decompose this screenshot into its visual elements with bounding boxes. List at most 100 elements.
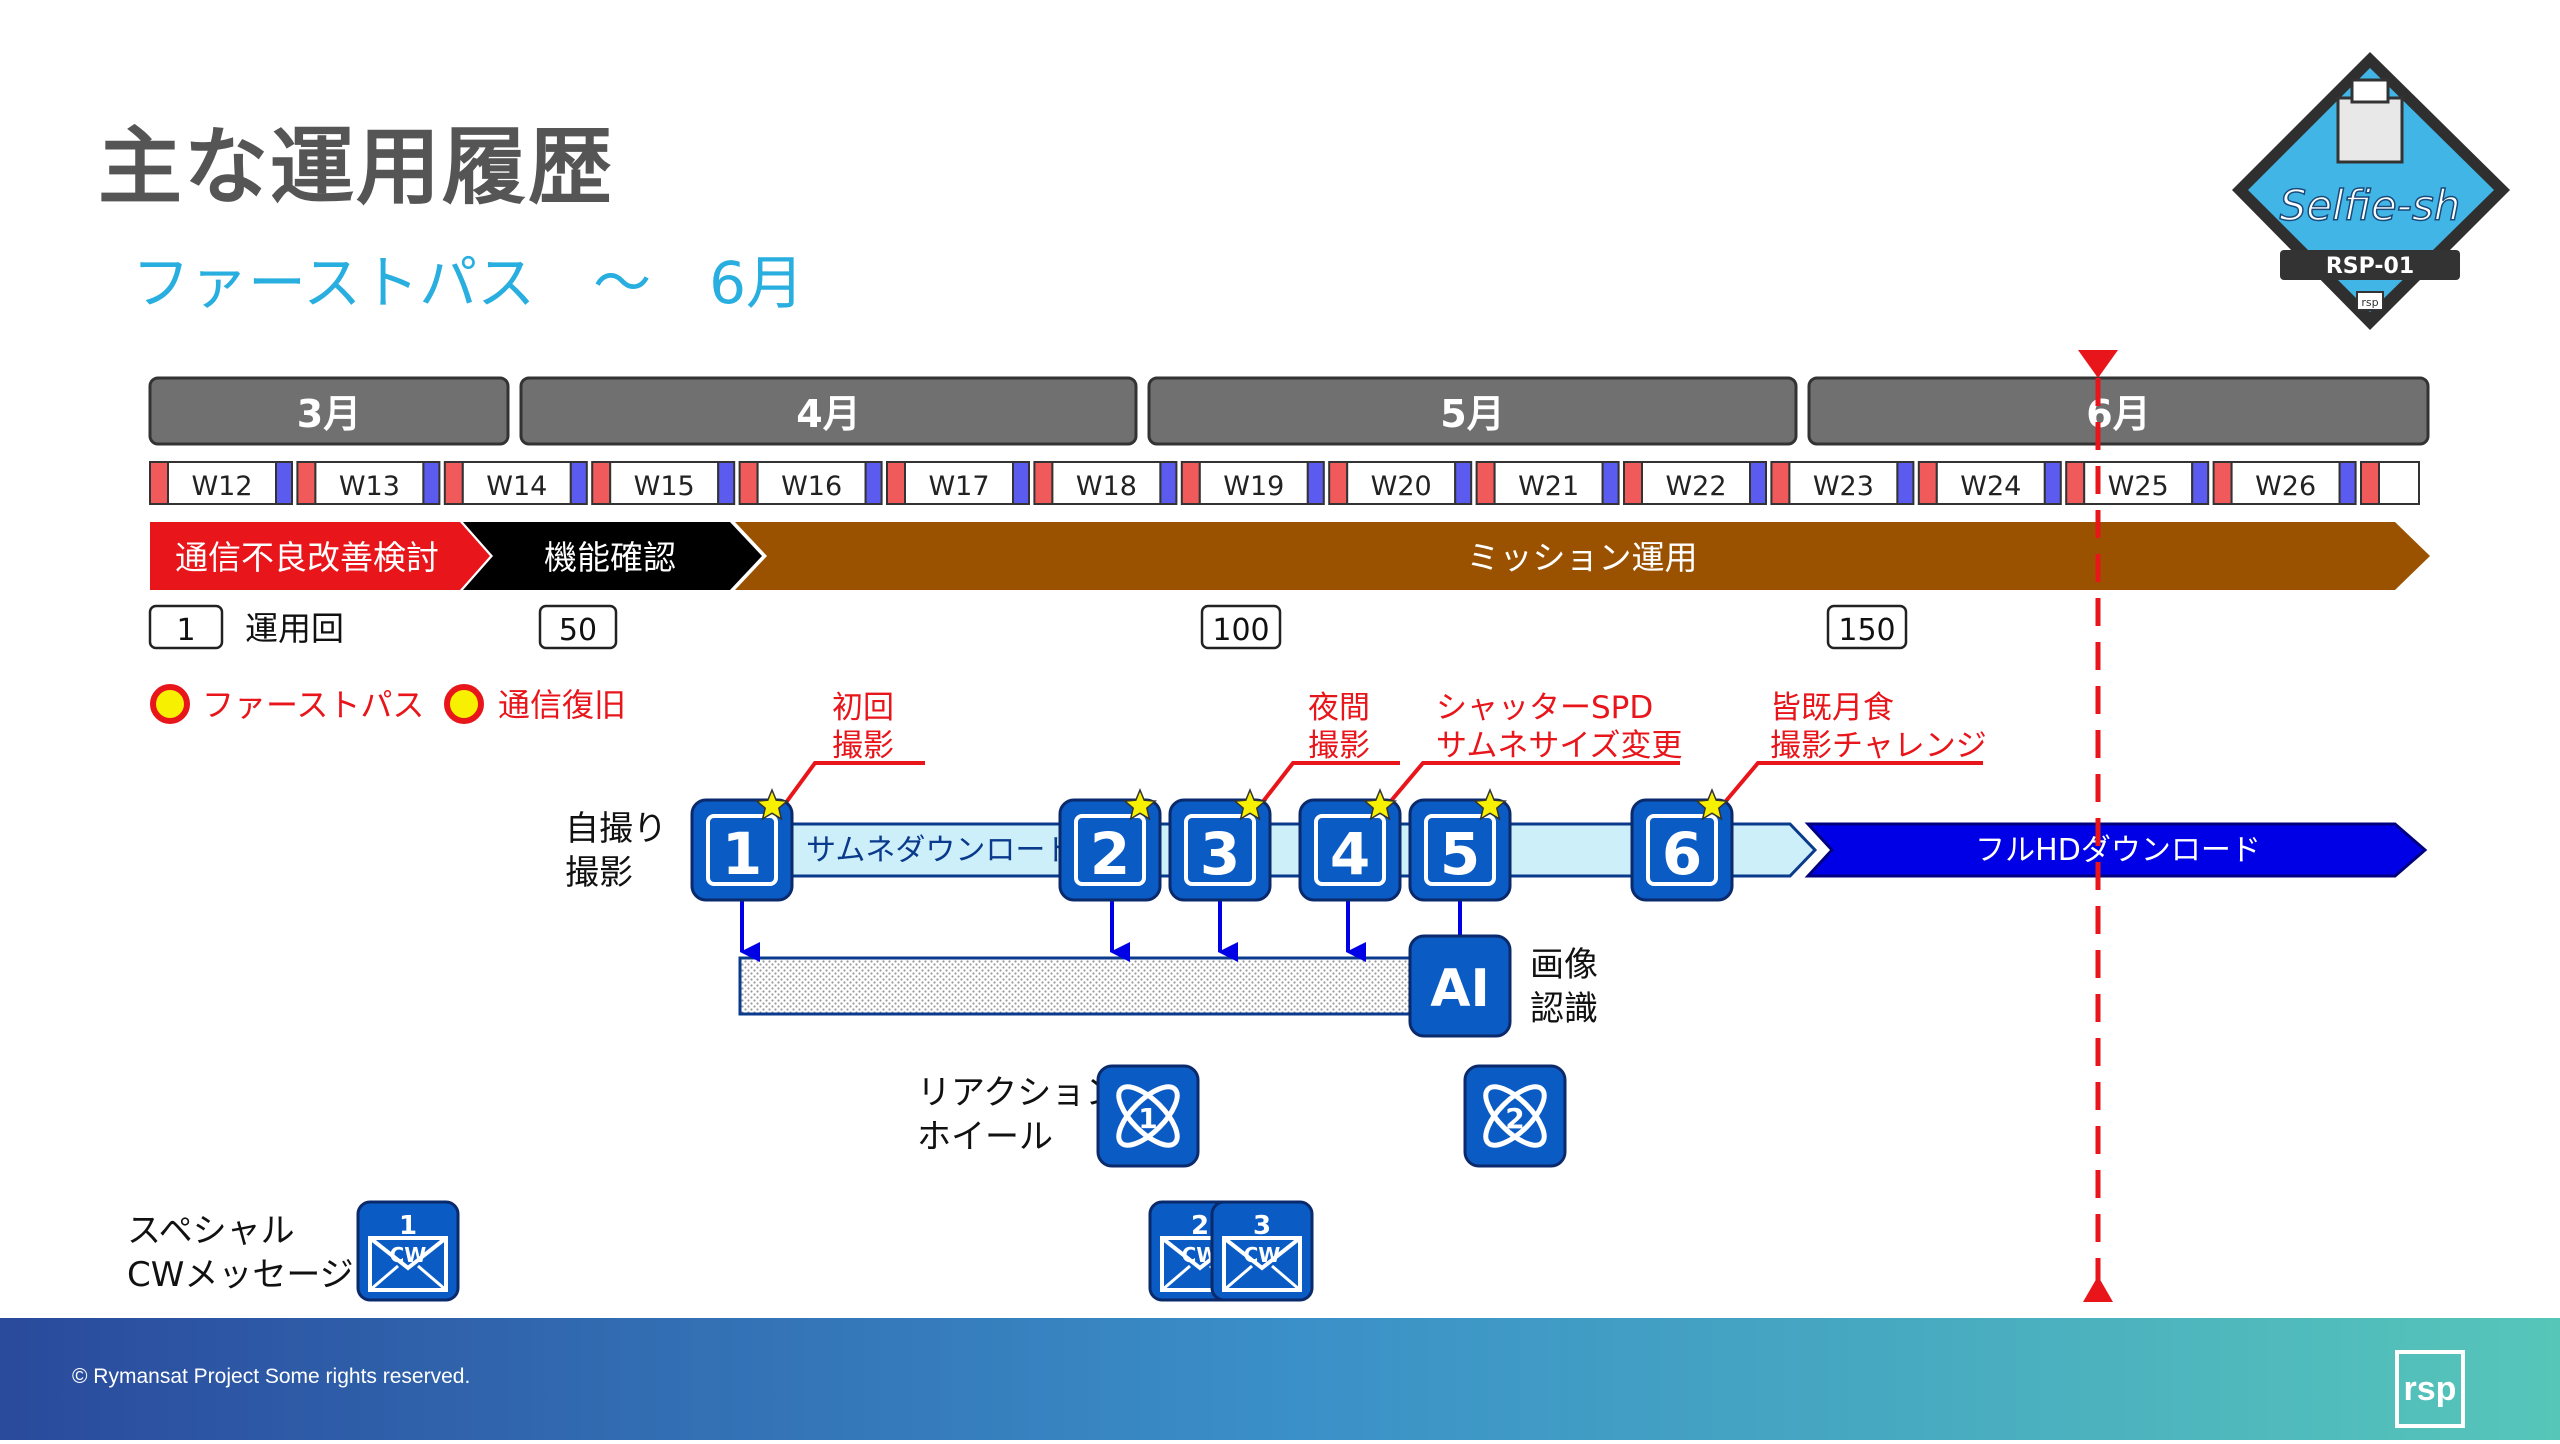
envelope-flap-icon: [368, 1236, 448, 1271]
phase-bar-2: [463, 522, 762, 590]
shot-box: [1058, 798, 1162, 902]
patch-code-text: RSP-01: [2326, 254, 2414, 279]
ops-count-box: [148, 604, 224, 650]
week-end-marker: [569, 461, 588, 505]
patch-mini-logo: [2356, 291, 2384, 311]
shot-box: [1408, 798, 1512, 902]
month-bar: [1147, 376, 1798, 446]
phase-label-3: ミッション運用: [1467, 538, 1698, 577]
week-start-marker: [591, 461, 612, 505]
week-end-marker: [1454, 461, 1473, 505]
week-start-marker: [886, 461, 906, 505]
cw-message-number: 2: [1191, 1211, 1209, 1241]
annotation-label: 初回撮影: [832, 690, 894, 764]
envelope-fold-icon: [369, 1264, 399, 1292]
month-bar: [1807, 376, 2430, 446]
shot-box-inner: [1314, 814, 1386, 886]
shot-box: [1168, 798, 1272, 902]
ops-count-label: 運用回: [245, 609, 344, 648]
star-icon: [1694, 788, 1730, 821]
week-start-marker: [149, 461, 169, 505]
shot-box: [690, 798, 794, 902]
star-icon: [1472, 788, 1508, 821]
shot-number: 3: [1200, 820, 1240, 888]
week-end-marker: [1896, 461, 1915, 505]
annotation-leader: [1256, 761, 1400, 810]
week-start-marker: [1623, 461, 1643, 505]
month-label: 4月: [796, 392, 860, 436]
selfie-row-label: 自撮り撮影: [565, 809, 667, 893]
ops-count-value: 100: [1212, 613, 1269, 648]
phase-label-1: 通信不良改善検討: [175, 538, 439, 577]
satellite-camera-icon: [2350, 78, 2390, 104]
satellite-icon: [2336, 96, 2404, 164]
wheel-row-label: リアクションホイール: [917, 1073, 1119, 1157]
week-end-marker: [275, 461, 293, 505]
week-start-marker: [1917, 461, 1938, 505]
week-label: W21: [1518, 471, 1579, 502]
patch-code-plate: [2280, 250, 2460, 280]
ops-count-value: 150: [1838, 613, 1895, 648]
ops-count-value: 50: [559, 613, 597, 648]
phase-bar-1: [150, 522, 490, 590]
phase-bar-3: [735, 522, 2430, 590]
ops-count-value: 1: [176, 613, 195, 648]
envelope-fold-icon: [1161, 1264, 1191, 1292]
week-label: W23: [1813, 471, 1874, 502]
week-start-marker: [1770, 461, 1791, 505]
week-end-marker: [2338, 461, 2357, 505]
week-end-marker: [2191, 461, 2210, 505]
week-end-marker: [1601, 461, 1620, 505]
cw-message-number: 1: [399, 1211, 417, 1241]
star-icon: [1232, 788, 1268, 821]
week-cell: [609, 461, 720, 505]
week-label: W22: [1665, 471, 1726, 502]
week-cell: [461, 461, 572, 505]
copyright-text: © Rymansat Project Some rights reserved.: [72, 1365, 471, 1388]
full-download-label: フルHDダウンロード: [1975, 833, 2261, 868]
week-cell: [2230, 461, 2341, 505]
shot-box-inner: [1424, 814, 1496, 886]
shot-box-inner: [706, 814, 778, 886]
reaction-wheel-event: [1096, 1064, 1200, 1168]
ai-badge-text: AI: [1430, 959, 1490, 1019]
week-cell: [1641, 461, 1751, 505]
week-start-marker: [2360, 461, 2380, 505]
week-cell: [2083, 461, 2194, 505]
star-icon: [1122, 788, 1158, 821]
week-cell: [314, 461, 425, 505]
week-start-marker: [1475, 461, 1496, 505]
week-start-marker: [738, 461, 759, 505]
cw-message-event: [356, 1200, 460, 1302]
envelope-fold-icon: [1271, 1264, 1301, 1292]
annotation-label: 皆既月食撮影チャレンジ: [1770, 690, 1987, 764]
shot-box-inner: [1074, 814, 1146, 886]
ops-count-box: [1200, 604, 1282, 650]
footer-band: [0, 1318, 2560, 1440]
week-end-marker: [864, 461, 883, 505]
orbit-icon: [1116, 1084, 1180, 1148]
full-download-band: [1804, 822, 2428, 878]
patch-mini-text: rsp: [2361, 296, 2378, 309]
week-end-marker: [422, 461, 441, 505]
ops-count-box: [1826, 604, 1908, 650]
week-start-marker: [1033, 461, 1054, 505]
shot-number: 5: [1440, 820, 1480, 888]
week-label: W15: [634, 471, 695, 502]
envelope-icon: [368, 1236, 448, 1292]
week-end-marker: [1012, 461, 1030, 505]
envelope-flap-icon: [1222, 1236, 1302, 1271]
annotation-leader: [780, 761, 925, 810]
week-label: W16: [781, 471, 842, 502]
shot-box-inner: [1184, 814, 1256, 886]
week-label: W19: [1223, 471, 1284, 502]
week-end-marker: [2043, 461, 2062, 505]
legend-first-pass: ファーストパス: [202, 686, 424, 724]
annotation-label: 夜間撮影: [1308, 690, 1370, 764]
week-label: W20: [1371, 471, 1432, 502]
annotation-leader: [1718, 761, 1983, 810]
week-cell: [1493, 461, 1604, 505]
patch-script-text: Selfie-sh: [2280, 181, 2461, 230]
